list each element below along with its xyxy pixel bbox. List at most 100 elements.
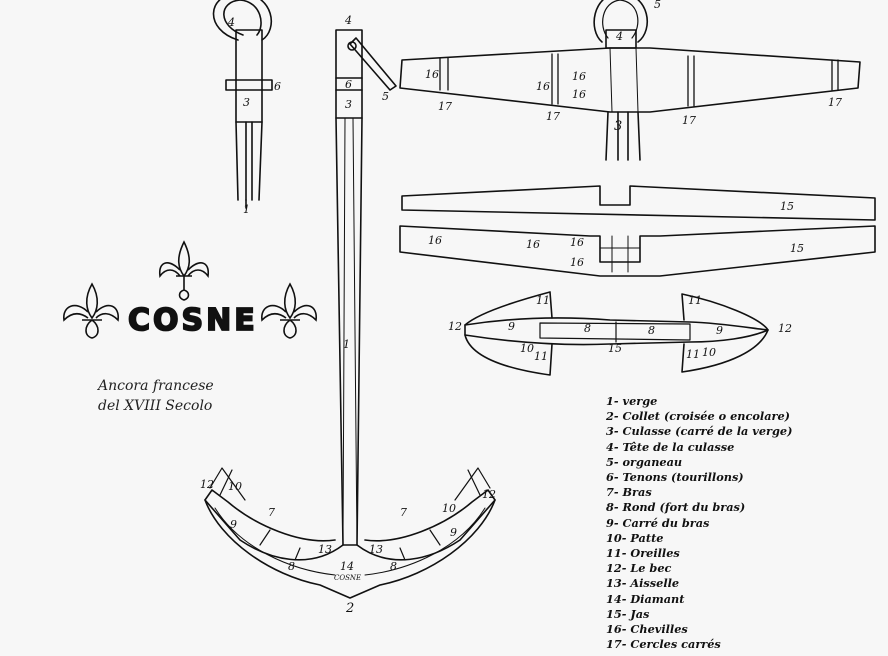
- callout-8: 8: [390, 560, 397, 573]
- fleur-de-lis-right: [261, 282, 317, 339]
- callout-10: 10: [442, 502, 456, 515]
- legend-item: 13- Aisselle: [606, 576, 680, 591]
- callout-3: 3: [614, 119, 622, 134]
- callout-5: 5: [382, 90, 389, 103]
- callout-15: 15: [608, 342, 622, 355]
- shank-stub-right: [605, 111, 641, 161]
- callout-8: 8: [584, 322, 591, 335]
- callout-16: 16: [536, 80, 550, 93]
- legend-item: 12- Le bec: [606, 561, 672, 576]
- callout-12: 12: [448, 320, 462, 333]
- legend-item: 2- Collet (croisée o encolare): [606, 409, 791, 424]
- legend-item: 7- Bras: [606, 485, 652, 500]
- legend-item-number: 10: [606, 530, 622, 545]
- shank-taper-left: [235, 121, 263, 201]
- callout-4: 4: [344, 14, 352, 27]
- legend-item-text: organeau: [622, 454, 683, 469]
- legend-item: 15- Jas: [606, 606, 650, 621]
- callout-1: 1: [243, 203, 250, 216]
- legend-item: 9- Carré du bras: [606, 515, 710, 530]
- callout-9: 9: [716, 324, 723, 337]
- callout-13: 13: [369, 543, 383, 556]
- legend-item-text: Chevilles: [630, 622, 688, 637]
- callout-13: 13: [318, 543, 332, 556]
- legend-item-number: 13: [606, 576, 622, 591]
- legend-item-number: 4: [606, 439, 614, 454]
- legend-item-text: Diamant: [630, 591, 685, 606]
- legend-item-text: Bras: [622, 485, 652, 500]
- title-line-1: Ancora francese: [98, 378, 214, 394]
- anchor-main: [204, 29, 496, 599]
- callout-16: 16: [570, 236, 584, 249]
- legend-item-text: Tête de la culasse: [622, 439, 735, 454]
- callout-15: 15: [790, 242, 804, 255]
- callout-labels: 4 3 6 1 4 6 3 5 1 13 13 8 8 9 9 7 7 12 1…: [200, 0, 842, 616]
- legend-item-text: Patte: [630, 530, 664, 545]
- callout-10: 10: [228, 480, 242, 493]
- callout-12: 12: [778, 322, 792, 335]
- callout-7: 7: [400, 506, 407, 519]
- callout-17: 17: [682, 114, 696, 127]
- callout-11: 11: [688, 294, 702, 307]
- fluke-plan: [464, 291, 769, 376]
- legend-item-number: 6: [606, 470, 614, 485]
- stock-body: [399, 47, 861, 113]
- legend-item: 4- Tête de la culasse: [606, 439, 735, 454]
- legend-item-text: Carré du bras: [622, 515, 710, 530]
- callout-14: 14: [340, 560, 354, 573]
- legend-item-text: Jas: [630, 606, 650, 621]
- callout-12: 12: [482, 488, 496, 501]
- legend-item-number: 15: [606, 606, 622, 621]
- stock-plan-upper: [401, 185, 876, 221]
- stock-top: [399, 0, 861, 161]
- eye-hole: [347, 41, 357, 51]
- legend-item-number: 2: [606, 409, 614, 424]
- legend-item-number: 3: [606, 424, 614, 439]
- callout-8: 8: [288, 560, 295, 573]
- callout-4: 4: [227, 16, 235, 29]
- legend-item-number: 12: [606, 561, 622, 576]
- legend-item: 10- Patte: [606, 530, 664, 545]
- legend-item-text: Aisselle: [630, 576, 680, 591]
- legend-item-text: Le bec: [630, 561, 672, 576]
- legend-item-text: Collet (croisée o encolare): [622, 409, 791, 424]
- fluke-right: [681, 293, 769, 373]
- callout-8: 8: [648, 324, 655, 337]
- callout-6: 6: [345, 78, 352, 91]
- callout-10: 10: [702, 346, 716, 359]
- callout-3: 3: [243, 96, 250, 109]
- callout-11: 11: [534, 350, 548, 363]
- legend-item: 5- organeau: [606, 454, 683, 469]
- legend-item-number: 11: [606, 546, 622, 561]
- ring-left-inner: [223, 0, 262, 36]
- callout-16: 16: [425, 68, 439, 81]
- callout-6: 6: [274, 80, 281, 93]
- legend-item-number: 16: [606, 622, 622, 637]
- callout-3: 3: [345, 98, 352, 111]
- ring-left: [212, 0, 273, 41]
- legend-item: 14- Diamant: [606, 591, 685, 606]
- callout-16: 16: [570, 256, 584, 269]
- legend-item: 6- Tenons (tourillons): [606, 470, 744, 485]
- legend-item: 1- verge: [606, 394, 658, 408]
- callout-11: 11: [536, 294, 550, 307]
- callout-2: 2: [345, 601, 354, 616]
- fleur-de-lis-left: [63, 282, 119, 339]
- tenon-left: [225, 79, 273, 91]
- callout-5: 5: [654, 0, 661, 11]
- legend-item-number: 17: [606, 637, 622, 652]
- callout-16: 16: [572, 88, 586, 101]
- callout-9: 9: [450, 526, 457, 539]
- ring-right: [593, 0, 649, 43]
- callout-15: 15: [780, 200, 794, 213]
- callout-10: 10: [520, 342, 534, 355]
- legend-item: 11- Oreilles: [606, 546, 680, 561]
- callout-16: 16: [526, 238, 540, 251]
- callout-9: 9: [230, 518, 237, 531]
- stock-plan-lower: [399, 225, 876, 277]
- callout-12: 12: [200, 478, 214, 491]
- callout-16: 16: [428, 234, 442, 247]
- legend-item: 8- Rond (fort du bras): [606, 500, 746, 515]
